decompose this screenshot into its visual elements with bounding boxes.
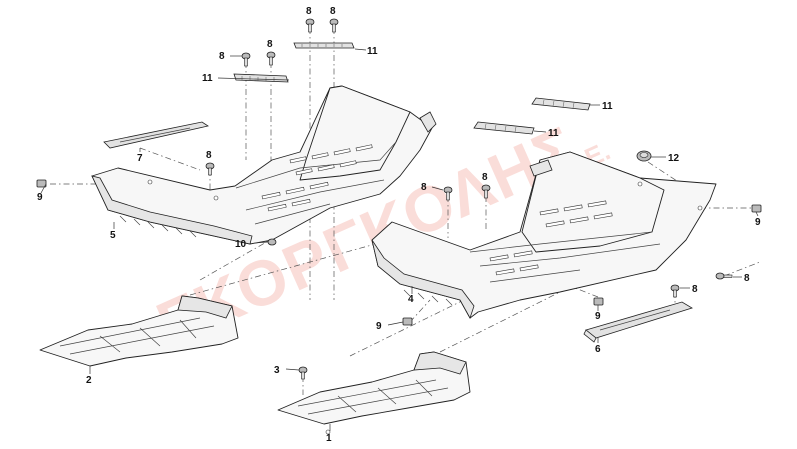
part-2-left-under-tray (39, 295, 239, 367)
callout-11: 11 (367, 46, 378, 57)
callout-2: 2 (86, 375, 92, 386)
callout-9: 9 (755, 217, 761, 228)
clip-9-b (751, 204, 762, 213)
assembly-guide-lines (50, 28, 761, 395)
part-7-left-side-rail (103, 121, 209, 149)
part-1-right-under-tray (277, 351, 471, 435)
callout-leaders (40, 48, 759, 431)
bolt-8-f (443, 186, 453, 201)
bolt-3 (298, 366, 308, 380)
bolt-8-c (241, 52, 251, 67)
part-5-left-floor-panel (91, 85, 437, 245)
strip-11-c (531, 97, 591, 111)
bolt-8-a (305, 18, 315, 33)
callout-8: 8 (206, 150, 212, 161)
bolt-8-i (715, 272, 733, 280)
cap-12 (636, 150, 652, 162)
clip-9-d (593, 297, 604, 306)
callout-7: 7 (137, 153, 143, 164)
part-4-right-floor-panel (371, 151, 717, 319)
callout-8: 8 (692, 284, 698, 295)
callout-9: 9 (376, 321, 382, 332)
callout-8: 8 (267, 39, 273, 50)
callout-9: 9 (595, 311, 601, 322)
bolt-8-d (266, 51, 276, 66)
callout-3: 3 (274, 365, 280, 376)
strip-11-a (293, 42, 355, 49)
callout-5: 5 (110, 230, 116, 241)
callout-11: 11 (602, 101, 613, 112)
callout-8: 8 (744, 273, 750, 284)
bolt-8-b (329, 18, 339, 33)
strip-11-b (233, 73, 289, 83)
grommet-10 (267, 238, 277, 246)
callout-12: 12 (668, 153, 680, 164)
bolt-8-h (670, 284, 680, 298)
callout-6: 6 (595, 344, 601, 355)
callout-8: 8 (219, 51, 225, 62)
callout-9: 9 (37, 192, 43, 203)
callout-8: 8 (482, 172, 488, 183)
callout-1: 1 (326, 433, 332, 444)
callout-numbers: 8 8 11 8 8 11 11 11 12 7 8 9 8 8 9 5 10 … (37, 6, 761, 444)
panel-5-tread-slots (261, 144, 373, 212)
panel-4-tread-slots (489, 200, 613, 276)
clip-9-c (402, 317, 413, 326)
callout-8: 8 (306, 6, 312, 17)
callout-4: 4 (408, 294, 414, 305)
callout-11: 11 (548, 128, 559, 139)
bolt-8-g (481, 184, 491, 199)
clip-9-a (36, 179, 47, 188)
callout-10: 10 (235, 239, 247, 250)
callout-11: 11 (202, 73, 213, 84)
callout-8: 8 (421, 182, 427, 193)
callout-8: 8 (330, 6, 336, 17)
part-6-right-side-rail (583, 301, 693, 343)
bolt-8-e (205, 162, 215, 176)
strip-11-d (473, 121, 535, 135)
